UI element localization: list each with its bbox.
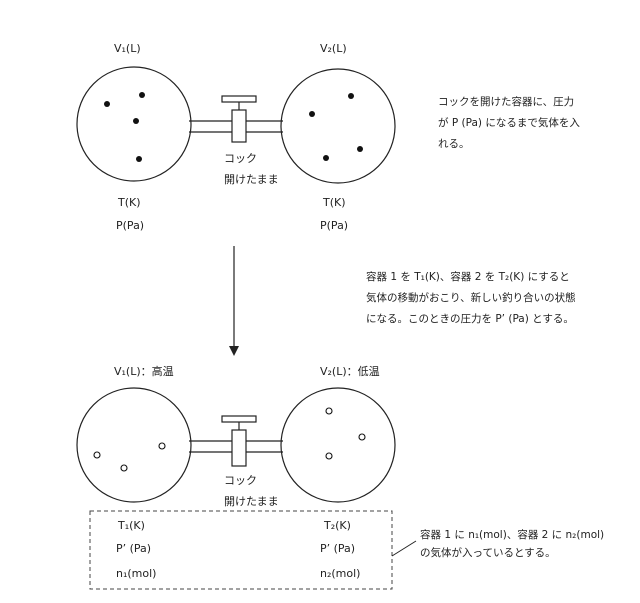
transition-arrow <box>229 246 239 356</box>
bottom-note-pointer <box>391 540 417 557</box>
bottom-right-pressure: P’ (Pa) <box>320 542 355 555</box>
top-note-line-3: れる。 <box>438 138 470 150</box>
top-left-flask <box>76 66 192 182</box>
middle-note-line-3: になる。このときの圧力を P’ (Pa) とする。 <box>366 312 574 325</box>
bottom-left-molecules <box>93 442 166 472</box>
middle-note-line-2: 気体の移動がおこり、新しい釣り合いの状態 <box>366 291 576 304</box>
bottom-cock-icon <box>221 415 257 467</box>
bottom-right-flask <box>280 387 396 503</box>
top-right-volume-label: V₂(L) <box>320 42 347 55</box>
bottom-right-molecules <box>325 407 366 460</box>
top-left-molecules <box>104 92 145 162</box>
top-cock-icon <box>221 95 257 143</box>
top-cock-state: 開けたまま <box>224 173 279 186</box>
bottom-right-moles: n₂(mol) <box>320 567 360 580</box>
bottom-note-line-2: の気体が入っているとする。 <box>420 546 556 559</box>
bottom-cock-state: 開けたまま <box>224 495 279 508</box>
top-right-temp: T(K) <box>322 196 346 209</box>
bottom-right-temp: T₂(K) <box>323 519 351 532</box>
bottom-left-flask <box>76 387 192 503</box>
top-cock-label: コック <box>224 152 257 165</box>
bottom-apparatus <box>76 387 396 503</box>
top-right-flask <box>280 68 396 184</box>
bottom-state-box <box>89 510 393 590</box>
top-note-line-2: が P (Pa) になるまで気体を入 <box>438 116 580 129</box>
middle-note-line-1: 容器 1 を T₁(K)、容器 2 を T₂(K) にすると <box>366 270 570 283</box>
bottom-left-moles: n₁(mol) <box>116 567 156 580</box>
bottom-right-volume-label: V₂(L)：低温 <box>320 365 380 378</box>
top-note-line-1: コックを開けた容器に、圧力 <box>438 95 574 108</box>
top-connecting-tube <box>189 120 283 133</box>
top-left-pressure: P(Pa) <box>116 219 144 232</box>
top-left-volume-label: V₁(L) <box>114 42 141 55</box>
bottom-note-line-1: 容器 1 に n₁(mol)、容器 2 に n₂(mol) <box>420 528 604 541</box>
bottom-cock-label: コック <box>224 474 257 487</box>
top-right-pressure: P(Pa) <box>320 219 348 232</box>
top-right-molecules <box>309 93 363 161</box>
bottom-left-pressure: P’ (Pa) <box>116 542 151 555</box>
bottom-left-volume-label: V₁(L)：高温 <box>114 364 174 378</box>
bottom-connecting-tube <box>189 440 283 453</box>
top-apparatus <box>76 66 396 184</box>
bottom-left-temp: T₁(K) <box>117 519 145 532</box>
top-left-temp: T(K) <box>117 196 141 209</box>
